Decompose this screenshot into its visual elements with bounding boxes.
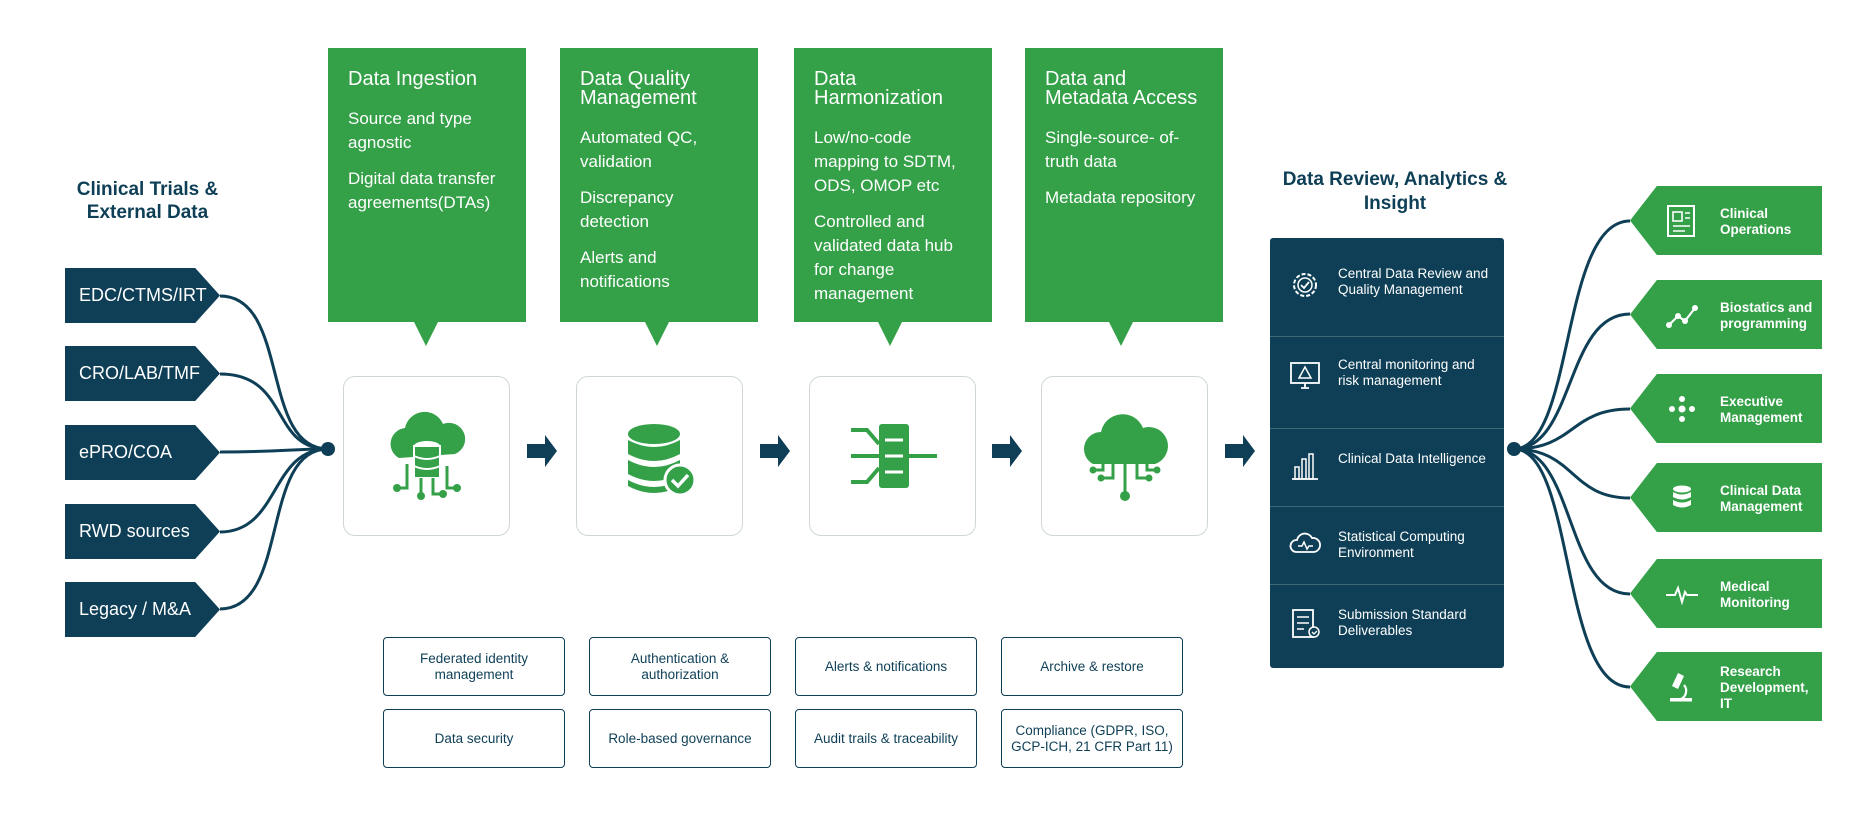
review-item-label: Central Data Review and Quality Manageme… (1338, 266, 1489, 297)
service-governance: Role-based governance (589, 709, 771, 768)
heartbeat-icon (1666, 585, 1698, 606)
review-item: Clinical Data Intelligence (1270, 428, 1504, 507)
review-title: Data Review, Analytics & Insight (1282, 169, 1508, 214)
stage-card-quality: Data Quality Management Automated QC, va… (560, 48, 758, 322)
stage-line: Controlled and validated data hub for ch… (814, 212, 953, 303)
database-icon (1673, 485, 1691, 508)
stage-node-harmonization (809, 376, 976, 536)
connector-biostat (1513, 312, 1631, 451)
microscope-icon (1670, 673, 1692, 702)
monitor-alert-icon (1290, 362, 1320, 389)
source-edc: EDC/CTMS/IRT (65, 268, 220, 323)
target-label: Clinical Data Management (1720, 483, 1803, 514)
source-cro: CRO/LAB/TMF (65, 346, 220, 401)
target-medical-monitoring: Medical Monitoring (1630, 559, 1822, 628)
review-item-label: Central monitoring and risk management (1338, 357, 1475, 388)
target-biostatistics: Biostatics and programming (1630, 280, 1822, 349)
review-item-label: Statistical Computing Environment (1338, 529, 1465, 560)
stage-card-ingestion: Data Ingestion Source and type agnostic … (328, 48, 526, 322)
service-federated-identity: Federated identity management (383, 637, 565, 696)
line-trend-icon (1666, 305, 1698, 328)
connector-medmon (1513, 447, 1631, 596)
callout-pointer (645, 322, 669, 346)
flow-arrow-4 (1225, 435, 1255, 467)
target-label: Research Development, IT (1720, 664, 1809, 711)
source-rwd: RWD sources (65, 504, 220, 559)
stage-card-harmonization: Data Harmonization Low/no-code mapping t… (794, 48, 992, 322)
flow-arrow-2 (760, 435, 790, 467)
target-hub-dot (1507, 442, 1521, 456)
service-compliance: Compliance (GDPR, ISO, GCP-ICH, 21 CFR P… (1001, 709, 1183, 768)
stage-title: Data and Metadata Access (1045, 68, 1198, 109)
callout-pointer (878, 322, 902, 346)
connector-clinops (1513, 219, 1631, 451)
service-alerts: Alerts & notifications (795, 637, 977, 696)
connector-exec (1513, 407, 1631, 451)
stage-title: Data Harmonization (814, 68, 943, 109)
bar-chart-icon (1292, 453, 1318, 480)
review-item-label: Submission Standard Deliverables (1338, 607, 1467, 638)
service-archive: Archive & restore (1001, 637, 1183, 696)
network-dots-icon (1669, 396, 1695, 422)
flow-arrow-1 (527, 435, 557, 467)
stage-node-access (1041, 376, 1208, 536)
stage-card-access: Data and Metadata Access Single-source- … (1025, 48, 1223, 322)
connector-legacy (219, 447, 329, 611)
target-label: Biostatics and programming (1720, 300, 1813, 331)
stage-line: Source and type agnostic (348, 109, 472, 152)
review-item: Central Data Review and Quality Manageme… (1270, 246, 1504, 324)
stage-node-quality (576, 376, 743, 536)
database-check-icon (627, 424, 696, 497)
review-item: Central monitoring and risk management (1270, 336, 1504, 415)
cloud-pulse-icon (1289, 532, 1321, 553)
service-authentication: Authentication & authorization (589, 637, 771, 696)
target-label: Clinical Operations (1720, 206, 1792, 237)
stage-line: Single-source- of-truth data (1045, 128, 1180, 171)
stage-title: Data Ingestion (348, 68, 477, 90)
target-executive-management: Executive Management (1630, 374, 1822, 443)
connector-edc (219, 294, 329, 451)
connector-cro (219, 372, 329, 451)
review-item: Statistical Computing Environment (1270, 506, 1504, 585)
cloud-database-icon (390, 411, 465, 500)
stage-line: Alerts and notifications (580, 248, 670, 291)
stage-title: Data Quality Management (580, 68, 697, 109)
gear-check-icon (1293, 273, 1317, 297)
merge-hub-icon (850, 424, 937, 488)
review-item: Submission Standard Deliverables (1270, 584, 1504, 663)
flow-arrow-3 (992, 435, 1022, 467)
service-audit-trails: Audit trails & traceability (795, 709, 977, 768)
source-epro: ePRO/COA (65, 425, 220, 480)
target-label: Executive Management (1720, 394, 1803, 425)
stage-line: Automated QC, validation (580, 128, 698, 171)
operations-panel-icon (1667, 205, 1695, 237)
connector-research (1513, 447, 1631, 689)
stage-line: Low/no-code mapping to SDTM, ODS, OMOP e… (814, 128, 956, 195)
target-clinical-data-management: Clinical Data Management (1630, 463, 1822, 532)
sources-title: Clinical Trials & External Data (76, 179, 219, 223)
target-research-development: Research Development, IT (1630, 652, 1822, 721)
callout-pointer (414, 322, 438, 346)
connector-cdm (1513, 447, 1631, 500)
connector-rwd (219, 447, 329, 534)
review-panel: Central Data Review and Quality Manageme… (1270, 238, 1504, 668)
service-data-security: Data security (383, 709, 565, 768)
source-legacy: Legacy / M&A (65, 582, 220, 637)
target-label: Medical Monitoring (1720, 579, 1790, 610)
callout-pointer (1109, 322, 1133, 346)
stage-node-ingestion (343, 376, 510, 536)
checklist-icon (1292, 609, 1320, 638)
cloud-network-icon (1083, 414, 1168, 501)
stage-line: Metadata repository (1045, 188, 1196, 207)
stage-line: Discrepancy detection (580, 188, 674, 231)
source-hub-dot (321, 442, 335, 456)
target-clinical-operations: Clinical Operations (1630, 186, 1822, 255)
stage-line: Digital data transfer agreements(DTAs) (348, 169, 496, 212)
review-item-label: Clinical Data Intelligence (1338, 451, 1486, 466)
